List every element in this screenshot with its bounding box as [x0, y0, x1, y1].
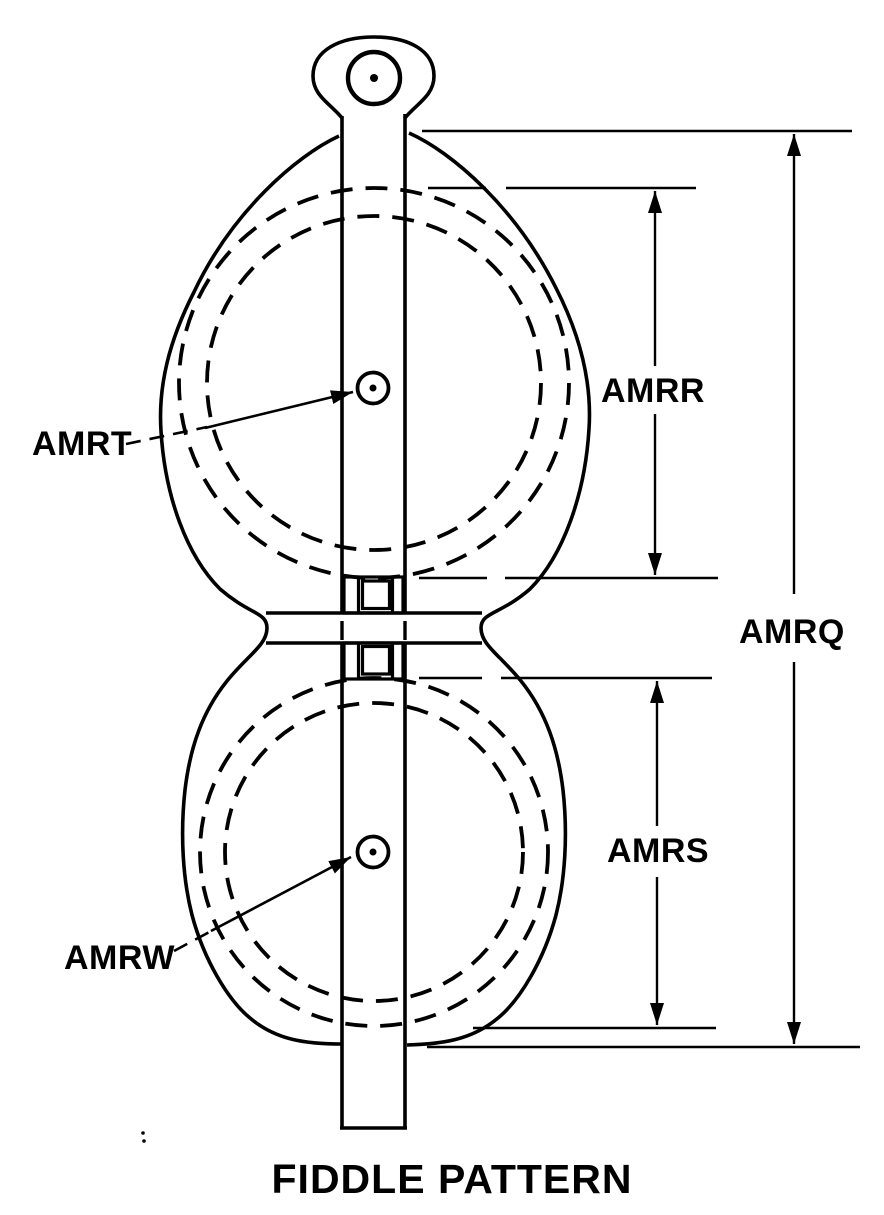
callout-label-amrw: AMRW: [64, 939, 175, 977]
top-pin-circle: [355, 370, 391, 406]
extension-lines: [419, 129, 860, 1049]
bottom-sheave-outer-dashed-circle: [198, 676, 550, 1028]
amrw-leader-arrow: [210, 855, 352, 933]
top-sheave-outer-dashed-circle: [177, 186, 571, 580]
bottom-sheave: [198, 676, 550, 1028]
shell-left-outline: [158, 134, 342, 1046]
bottom-pin-circle: [355, 834, 391, 870]
top-sheave-inner-dashed-circle: [205, 214, 543, 552]
shell-right-outline: [406, 131, 592, 1047]
eye-center-dot: [370, 74, 378, 82]
upper-boss-inner-square: [360, 579, 392, 611]
callout-label-amrt: AMRT: [32, 425, 132, 463]
amrt-leader-arrow: [204, 390, 354, 430]
top-pin-center-dot: [369, 384, 377, 392]
dimension-label-amrs: AMRS: [607, 832, 709, 870]
dimension-label-amrr: AMRR: [601, 372, 705, 410]
artifact-dot: [141, 1131, 145, 1135]
scan-artifact-dots: [141, 1131, 146, 1143]
dimension-label-amrq: AMRQ: [739, 613, 845, 651]
block-outline: [158, 35, 592, 1130]
eye-outline: [311, 35, 436, 120]
lower-boss: [342, 641, 405, 681]
eye-hole-circle: [345, 49, 403, 107]
artifact-dot: [142, 1139, 146, 1143]
upper-boss-outer-rect: [342, 575, 405, 615]
top-sheave: [177, 186, 571, 580]
bottom-pin-center-dot: [369, 848, 377, 856]
amrt-leader-dashed-segment: [125, 425, 208, 446]
upper-boss: [342, 575, 405, 615]
bottom-sheave-inner-dashed-circle: [223, 701, 525, 1003]
dimension-lines: [648, 134, 801, 1044]
leader-lines: [125, 390, 354, 953]
lower-boss-dividers: [356, 643, 395, 679]
lower-boss-inner-square: [360, 644, 392, 676]
diagram-title: FIDDLE PATTERN: [272, 1156, 633, 1202]
upper-boss-dividers: [356, 577, 395, 613]
amrw-leader-dashed-segment: [173, 927, 216, 953]
